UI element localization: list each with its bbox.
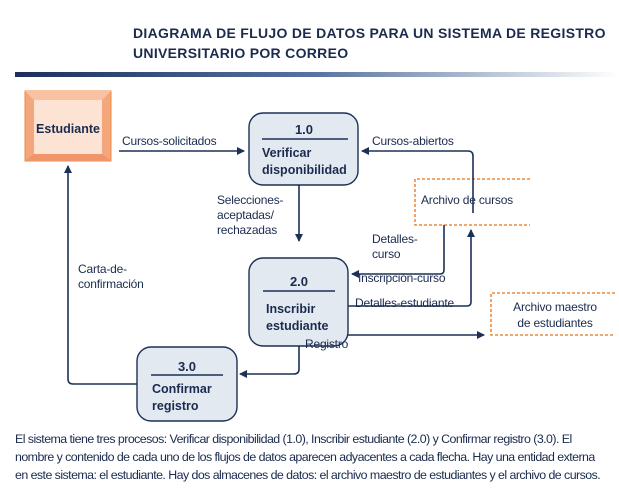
caption-line3: en este sistema: el estudiante. Hay dos … [15, 468, 601, 482]
flow-label: Cursos-solicitados [122, 134, 217, 148]
flow-label: Registro [305, 337, 349, 351]
store-label: Archivo de cursos [421, 193, 513, 207]
process-name: Confirmar [152, 382, 212, 396]
flow-label: Inscripción-curso [358, 271, 446, 285]
process-name: disponibilidad [262, 163, 347, 177]
diagram-title-line1: DIAGRAMA DE FLUJO DE DATOS PARA UN SISTE… [133, 25, 606, 41]
process-name: Inscribir [266, 302, 315, 316]
process-2: 2.0 Inscribir estudiante [248, 257, 349, 347]
process-name: Verificar [262, 146, 311, 160]
flow-arrow-cursos-abiertos [361, 147, 474, 213]
process-number: 3.0 [178, 359, 196, 374]
flow-label: rechazadas [217, 223, 277, 237]
entity-estudiante: Estudiante [24, 90, 112, 162]
flow-label: Cursos-abiertos [372, 134, 454, 148]
flow-label: Selecciones- [217, 193, 284, 207]
entity-label: Estudiante [36, 122, 100, 136]
flow-label: curso [372, 247, 401, 261]
store-label: de estudiantes [517, 316, 592, 330]
caption-line1: El sistema tiene tres procesos: Verifica… [15, 432, 572, 446]
process-number: 2.0 [290, 274, 308, 289]
flow-label: Carta-de- [78, 262, 127, 276]
process-name: estudiante [266, 319, 329, 333]
title-divider [15, 72, 619, 77]
diagram-title-line2: UNIVERSITARIO POR CORREO [133, 45, 348, 61]
process-3: 3.0 Confirmar registro [136, 346, 238, 422]
flow-label: Detalles-estudiante [355, 296, 454, 310]
process-name: registro [152, 399, 199, 413]
flow-label: confirmación [78, 277, 144, 291]
process-number: 1.0 [295, 122, 313, 137]
flow-arrow-inscripcion-curso [348, 229, 475, 307]
store-archivo-estudiantes: Archivo maestro de estudiantes [490, 292, 615, 336]
caption-line2: nombre y contenido de cada uno de los fl… [15, 450, 595, 464]
flow-arrow-carta-confirmacion [64, 165, 137, 385]
process-1: 1.0 Verificar disponibilidad [248, 112, 359, 186]
flow-arrow-detalles-curso [351, 225, 445, 278]
store-label: Archivo maestro [513, 300, 597, 314]
flow-label: Detalles- [372, 232, 418, 246]
flow-label: aceptadas/ [217, 208, 275, 222]
flow-arrow-registro [239, 346, 300, 378]
